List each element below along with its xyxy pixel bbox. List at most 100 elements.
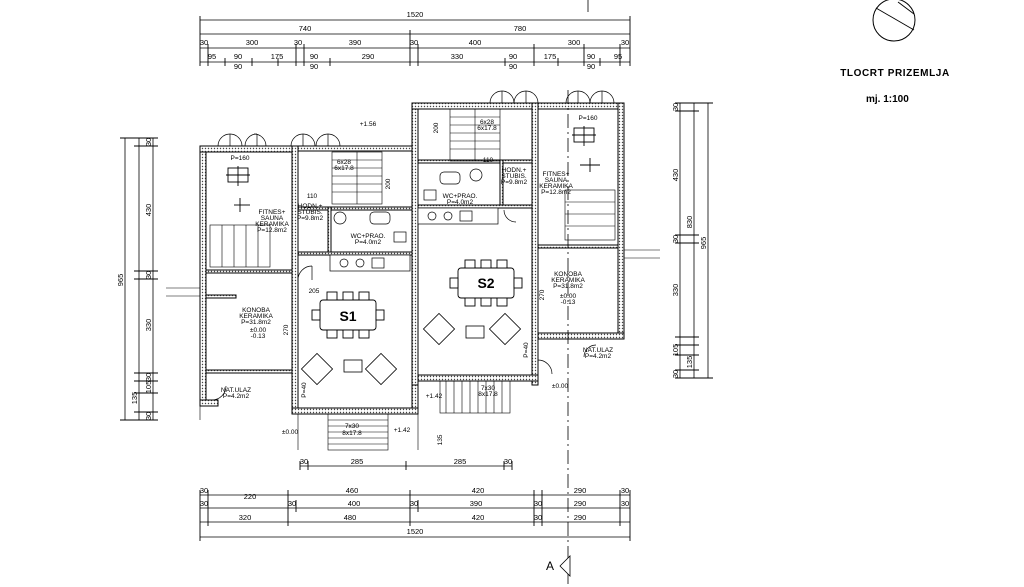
s1-konoba-label: KONOBA	[242, 307, 270, 314]
dim-left-3: 965	[116, 274, 125, 287]
dim-bot-r2-0: 30	[200, 499, 208, 508]
dim-top-r4-5: 90	[310, 62, 318, 71]
left-dimension-labels: 30 430 30 965 330 30 105 135 30	[116, 138, 153, 420]
dim-left-4: 330	[144, 319, 153, 332]
dim-left-0: 30	[144, 138, 153, 146]
dim-bot-stair-3: 30	[504, 457, 512, 466]
right-dimension-labels: 30 430 830 965 30 330 105 30 135	[671, 103, 708, 378]
s1-hodn-label: HODN.+	[298, 203, 323, 210]
dim-right-4: 30	[671, 235, 680, 243]
dim-top-r4-9: 90	[509, 62, 517, 71]
dim-bot-r3-1: 480	[344, 513, 357, 522]
s2-konoba-lvl2: -0.13	[561, 299, 576, 306]
interior-walls	[205, 159, 619, 374]
dim-top-r3-4: 400	[469, 38, 482, 47]
dim-right-1: 430	[671, 169, 680, 182]
s1-stair-a: 6x28	[337, 159, 351, 166]
dim-bot-r1-4: 290	[574, 486, 587, 495]
s1-fitnes-mat: KERAMIKA	[255, 221, 289, 228]
dim-bot-r2-6: 290	[574, 499, 587, 508]
dim-top-r4-4: 90	[310, 52, 318, 61]
bathroom-fixtures	[333, 168, 483, 243]
dim-top-780: 780	[514, 24, 527, 33]
s1-konoba-lvl2: -0.13	[251, 333, 266, 340]
s2-natulaz-label: NAT.ULAZ	[583, 347, 613, 354]
s2-konoba-lvl1: ±0.00	[560, 293, 577, 300]
svg-text:110: 110	[483, 157, 494, 164]
s2-wc-area: P=4.0m2	[447, 199, 474, 206]
dim-top-740: 740	[299, 24, 312, 33]
exterior-walls	[199, 102, 625, 415]
dim-bot-r3-3: 30	[534, 513, 542, 522]
dim-right-7: 30	[671, 370, 680, 378]
dim-right-0: 30	[671, 103, 680, 111]
dim-bot-r1-2: 460	[346, 486, 359, 495]
dim-top-r4-1: 90	[234, 52, 242, 61]
north-arrow-icon	[872, 0, 916, 42]
room-labels-s2: P=160 FITNES+ SAUNA KERAMIKA P=12.8m2 HO…	[426, 115, 613, 400]
svg-text:270: 270	[283, 324, 290, 335]
dim-bot-overall: 1520	[407, 527, 424, 536]
dim-top-r4-7: 330	[451, 52, 464, 61]
svg-text:P=40: P=40	[523, 342, 530, 358]
dim-bot-stair-2: 285	[454, 457, 467, 466]
dim-bot-r2-1: 30	[288, 499, 296, 508]
dim-right-5: 330	[671, 284, 680, 297]
dim-top-r3-7: 30	[621, 38, 629, 47]
s2-level-b: ±0.00	[552, 383, 569, 390]
s1-wc-label: WC+PRAO.	[351, 233, 386, 240]
dim-bot-r2-2: 400	[348, 499, 361, 508]
bottom-dimensions	[199, 461, 631, 541]
unit-labels: S1 S2	[339, 275, 494, 324]
s1-wc-area: P=4.0m2	[355, 239, 382, 246]
s2-hodn-area: P=9.8m2	[501, 179, 528, 186]
dim-left-5: 30	[144, 373, 153, 381]
s1-level-b: ±0.00	[282, 429, 299, 436]
s1-level-a: +1.56	[360, 121, 377, 128]
s2-fitnes-area: P=12.8m2	[541, 189, 571, 196]
s2-p160: P=160	[579, 115, 598, 122]
s1-hodn-area: P=9.8m2	[297, 215, 324, 222]
stairs-s2-internal	[449, 108, 501, 162]
title-block: TLOCRT PRIZEMLJA	[800, 68, 990, 79]
section-marker-a: A	[546, 559, 554, 573]
dim-top-r4-3: 175	[271, 52, 284, 61]
dim-bot-r2-7: 30	[621, 499, 629, 508]
drawing-title: TLOCRT PRIZEMLJA	[840, 68, 950, 79]
dim-bot-stair-0: 30	[300, 457, 308, 466]
dim-top-r3-5: 30	[410, 38, 418, 47]
s2-stair-b: 6x17.8	[477, 125, 497, 132]
svg-text:205: 205	[309, 288, 320, 295]
dim-top-r3-3: 390	[349, 38, 362, 47]
drawing-scale: mj. 1:100	[866, 94, 909, 105]
top-dimensions	[199, 16, 631, 66]
s1-level-c: +1.42	[394, 427, 411, 434]
dim-top-r4-0: 95	[208, 52, 216, 61]
s1-stairext-a: 7x30	[345, 423, 359, 430]
dim-top-r4-10: 175	[544, 52, 557, 61]
svg-text:270: 270	[539, 289, 546, 300]
dim-top-r4-11: 90	[587, 52, 595, 61]
s1-fitnes-label-2: SAUNA	[261, 215, 284, 222]
s2-stairext-b: 8x17.8	[478, 391, 498, 398]
dim-bot-r1-0: 30	[200, 486, 208, 495]
s1-stair-b: 6x17.8	[334, 165, 354, 172]
svg-text:P=40: P=40	[301, 382, 308, 398]
unit-label-s1: S1	[339, 308, 356, 324]
s1-konoba-area: P=31.8m2	[241, 319, 271, 326]
dining-table-s1	[311, 291, 385, 339]
dim-bot-r2-5: 30	[534, 499, 542, 508]
svg-text:110: 110	[307, 193, 318, 200]
s1-konoba-mat: KERAMIKA	[239, 313, 273, 320]
bottom-dimension-labels: 30 285 285 30 30 220 460 420 290 30 30 3…	[200, 457, 629, 536]
s2-level-a: +1.42	[426, 393, 443, 400]
dim-right-3: 965	[699, 237, 708, 250]
unit-label-s2: S2	[477, 275, 494, 291]
terrace-lines	[166, 249, 660, 450]
dim-top-r3-0: 30	[200, 38, 208, 47]
dim-top-r4-13: 95	[614, 52, 622, 61]
dim-bot-r3-0: 320	[239, 513, 252, 522]
dim-bot-stair-1: 285	[351, 457, 364, 466]
s2-natulaz-area: P=4.2m2	[585, 353, 612, 360]
svg-text:135: 135	[437, 434, 444, 445]
